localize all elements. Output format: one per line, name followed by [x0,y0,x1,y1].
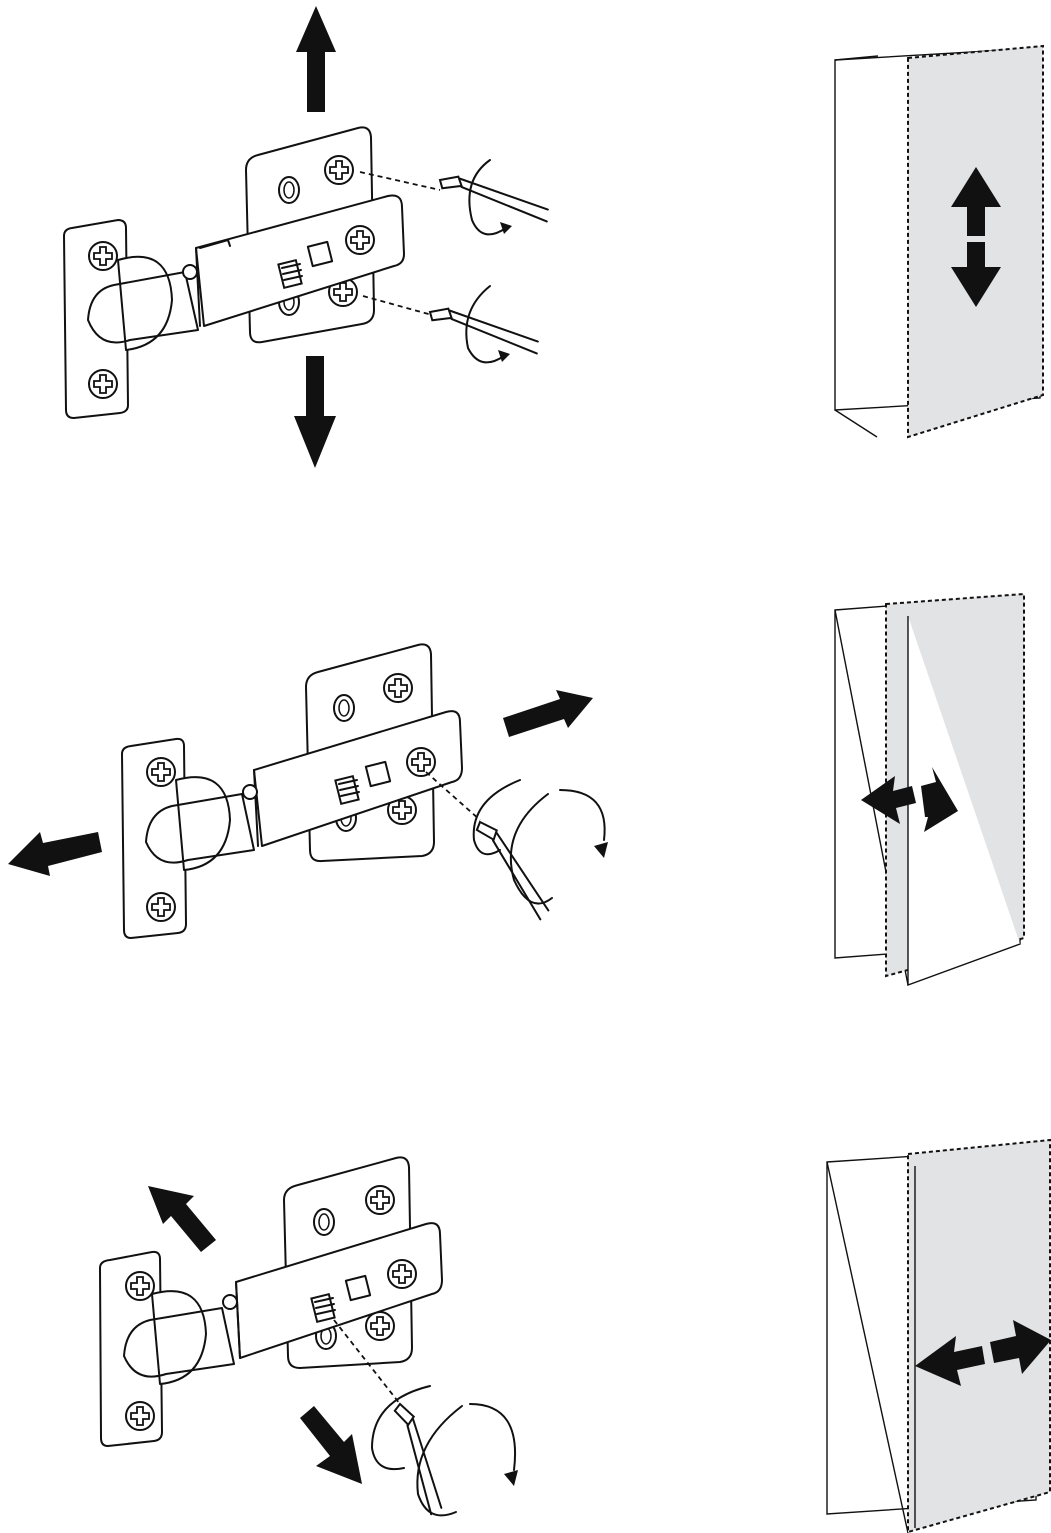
door-panel-1 [835,46,1043,437]
arrow-down-icon [294,356,336,468]
arrow-out-right-icon [503,690,593,737]
step-3-lateral-adjustment [100,1157,518,1515]
step-1-vertical-adjustment [64,6,550,468]
arrow-diagonal-up-icon [148,1186,216,1252]
arrow-diagonal-down-icon [300,1406,362,1484]
arrow-out-left-icon [8,832,102,876]
arrow-up-icon [296,6,336,112]
door-panel-3 [827,1140,1051,1533]
step-2-depth-adjustment [8,644,608,938]
door-panel-2 [835,594,1024,985]
